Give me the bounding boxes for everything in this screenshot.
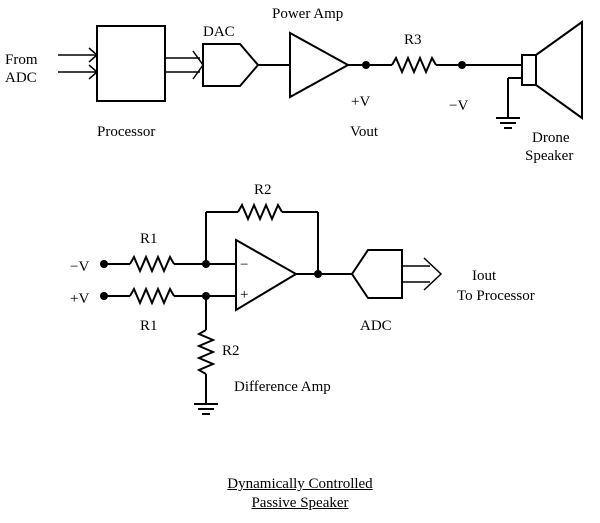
- ground-symbol-bottom: [194, 403, 218, 415]
- minus-v-node: [458, 61, 466, 69]
- label-iout: Iout: [472, 268, 497, 284]
- speaker-icon: [507, 20, 583, 120]
- label-adc-in: ADC: [5, 70, 37, 86]
- processor-block: [96, 25, 166, 102]
- label-r1-upper: R1: [140, 231, 158, 247]
- r2-ground-resistor: [196, 329, 216, 375]
- label-adc-out: ADC: [360, 318, 392, 334]
- label-r3: R3: [404, 32, 422, 48]
- label-opamp-minus: −: [240, 257, 248, 273]
- label-plus-v-top: +V: [351, 94, 370, 110]
- title-line-1: Dynamically Controlled: [227, 476, 373, 492]
- label-minus-v-input: −V: [70, 259, 89, 275]
- output-arrow: [402, 257, 443, 291]
- processor-to-dac-arrow: [165, 50, 204, 80]
- label-processor: Processor: [97, 124, 155, 140]
- label-r2-feedback: R2: [254, 182, 272, 198]
- label-drone: Drone: [532, 130, 570, 146]
- input-arrows: [58, 47, 99, 80]
- power-amp-triangle: [289, 31, 351, 99]
- label-r2-ground: R2: [222, 343, 240, 359]
- label-dac: DAC: [203, 24, 235, 40]
- label-minus-v-top: −V: [449, 98, 468, 114]
- label-opamp-plus: +: [240, 287, 248, 303]
- adc-block: [350, 249, 403, 299]
- title-line-2: Passive Speaker: [251, 495, 349, 511]
- label-to-processor: To Processor: [457, 288, 535, 304]
- label-plus-v-input: +V: [70, 291, 89, 307]
- label-power-amp: Power Amp: [272, 6, 343, 22]
- vout-node: [362, 61, 370, 69]
- label-from: From: [5, 52, 38, 68]
- dac-block: [202, 43, 260, 87]
- label-r1-lower: R1: [140, 318, 158, 334]
- ground-symbol-top: [496, 117, 520, 129]
- output-node: [314, 270, 322, 278]
- label-difference-amp: Difference Amp: [234, 379, 331, 395]
- label-speaker: Speaker: [525, 148, 573, 164]
- r1-upper-resistor: [129, 254, 175, 274]
- r1-lower-resistor: [129, 286, 175, 306]
- op-amp-triangle: [235, 238, 298, 312]
- r3-resistor: [391, 55, 437, 75]
- label-vout: Vout: [350, 124, 379, 140]
- r2-feedback-resistor: [237, 202, 283, 222]
